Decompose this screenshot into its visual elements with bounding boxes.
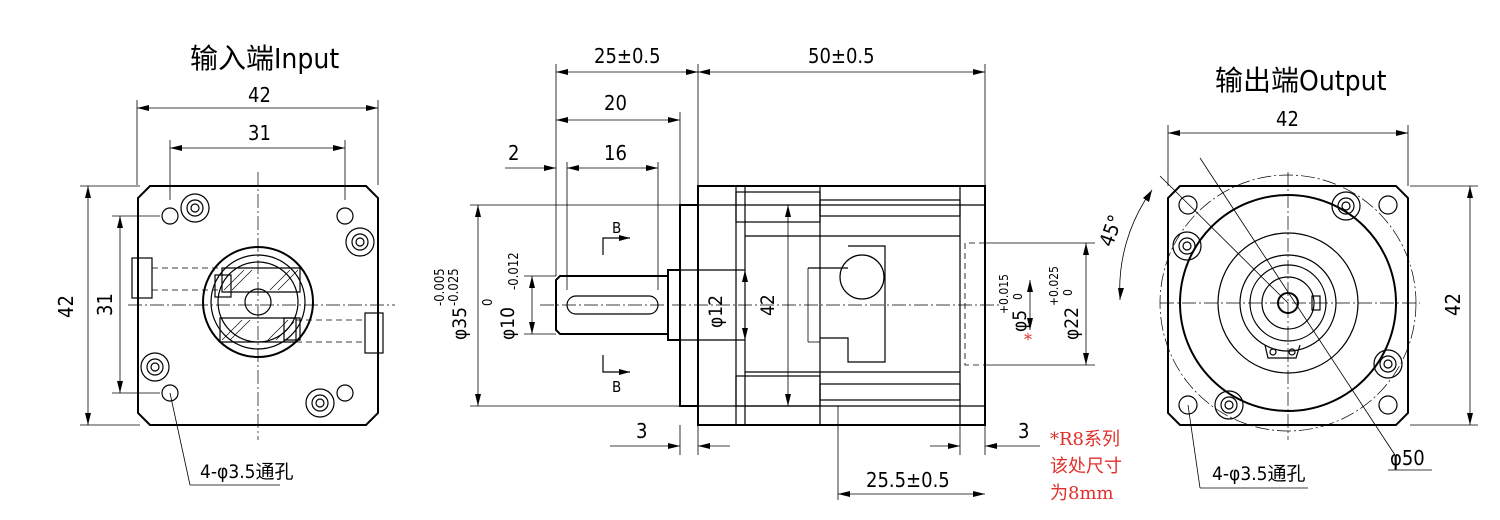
flange-thickness-right-dim: 3 bbox=[1018, 419, 1029, 443]
output-flange-ring bbox=[1179, 194, 1397, 412]
output-width-dim: 42 bbox=[1276, 107, 1299, 131]
side-view: 25±0.5 50±0.5 20 2 16 bbox=[433, 44, 1122, 504]
pitch-circle bbox=[1159, 174, 1417, 432]
input-mounting-hole bbox=[305, 388, 335, 418]
input-bolt-spacing-dim: 31 bbox=[248, 121, 271, 145]
shaft-diameter-dim: φ10 bbox=[497, 307, 519, 340]
input-through-hole bbox=[336, 384, 354, 402]
input-length-dim: 25.5±0.5 bbox=[866, 468, 950, 492]
output-mounting-hole bbox=[1172, 231, 1202, 261]
output-shaft bbox=[555, 275, 669, 335]
input-mounting-hole bbox=[180, 193, 210, 223]
r8-note-line-1: *R8系列 bbox=[1050, 429, 1120, 450]
output-hole-note: 4-φ3.5通孔 bbox=[1212, 463, 1306, 485]
input-mounting-hole bbox=[345, 227, 375, 257]
output-flange bbox=[679, 204, 699, 407]
angle-dim: 45° bbox=[1094, 212, 1127, 250]
recess-tol-lower: 0 bbox=[1061, 289, 1075, 296]
output-through-hole bbox=[1378, 395, 1398, 415]
input-through-hole bbox=[336, 207, 354, 225]
section-mark-top: B bbox=[612, 219, 621, 237]
input-through-hole bbox=[161, 207, 179, 225]
input-mounting-hole bbox=[140, 352, 170, 382]
pilot-diameter-dim: φ35 bbox=[449, 307, 471, 340]
input-bolt-spacing-v-dim: 31 bbox=[93, 293, 117, 316]
r8-note-line-3: 为8mm bbox=[1050, 483, 1114, 504]
output-mounting-hole bbox=[1214, 390, 1244, 420]
output-through-hole bbox=[1178, 395, 1198, 415]
shaft-tol-lower: -0.012 bbox=[507, 252, 522, 290]
bolt-top bbox=[735, 191, 821, 223]
bore-tol-lower: 0 bbox=[1011, 293, 1025, 300]
bore-diameter-dim: φ5 bbox=[1009, 310, 1031, 332]
pcd-dim: φ50 bbox=[1390, 446, 1425, 470]
body-size-dim: 42 bbox=[757, 294, 779, 316]
shaft-20-dim: 20 bbox=[604, 91, 627, 115]
bolt-bottom bbox=[735, 375, 821, 407]
output-mounting-hole bbox=[1331, 191, 1361, 221]
recess-diameter-dim: φ22 bbox=[1061, 307, 1083, 340]
bore-star: * bbox=[1024, 330, 1032, 349]
input-height-dim: 42 bbox=[54, 295, 78, 318]
output-end-view: 输出端Output 42 42 bbox=[1094, 64, 1478, 489]
hub-diameter-dim: φ12 bbox=[705, 295, 727, 328]
output-height-dim: 42 bbox=[1441, 293, 1465, 316]
pilot-tol-upper: -0.005 bbox=[433, 268, 448, 306]
shaft-length-dim: 25±0.5 bbox=[594, 44, 661, 68]
input-hole-note: 4-φ3.5通孔 bbox=[200, 461, 294, 483]
output-through-hole bbox=[1178, 195, 1198, 215]
input-end-view: 输入端Input 42 31 42 31 bbox=[54, 42, 395, 486]
input-hub bbox=[202, 246, 314, 358]
output-mounting-hole bbox=[1373, 349, 1403, 379]
input-view-title: 输入端Input bbox=[190, 42, 339, 75]
shaft-2-dim: 2 bbox=[508, 141, 519, 165]
input-housing-outline bbox=[137, 185, 379, 426]
body-length-dim: 50±0.5 bbox=[808, 44, 875, 68]
shaft-tol-upper: 0 bbox=[481, 299, 496, 306]
r8-note-line-2: 该处尺寸 bbox=[1050, 456, 1122, 477]
input-screw-access bbox=[839, 254, 885, 300]
key-16-dim: 16 bbox=[604, 141, 627, 165]
flange-thickness-left-dim: 3 bbox=[636, 419, 647, 443]
section-mark-bottom: B bbox=[612, 378, 621, 396]
input-through-hole bbox=[161, 384, 179, 402]
pilot-tol-lower: -0.025 bbox=[447, 268, 462, 306]
output-through-hole bbox=[1378, 195, 1398, 215]
output-housing-outline bbox=[1167, 185, 1409, 426]
recess-tol-upper: +0.025 bbox=[1047, 266, 1061, 306]
bore-tol-upper: +0.015 bbox=[997, 274, 1011, 314]
output-bore bbox=[1277, 292, 1299, 314]
output-view-title: 输出端Output bbox=[1215, 64, 1387, 97]
input-width-dim: 42 bbox=[248, 83, 271, 107]
